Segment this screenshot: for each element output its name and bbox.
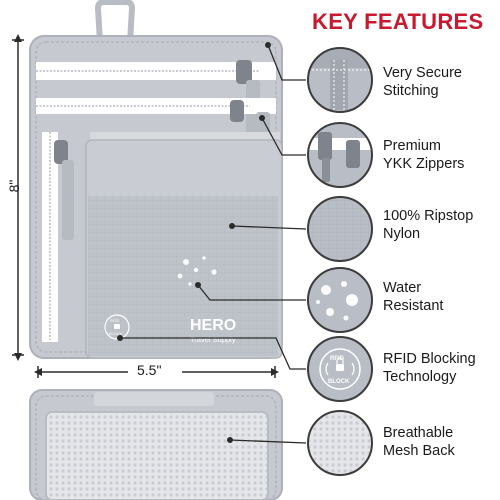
zipper-pull-detail-icon	[307, 122, 373, 188]
mesh-detail-icon	[307, 410, 373, 476]
back-pouch	[29, 389, 283, 500]
water-droplets-detail-icon	[307, 267, 373, 333]
width-label: 5.5"	[137, 362, 162, 378]
brand-logo: HERO Travel Supply	[190, 317, 236, 344]
height-dimension	[12, 34, 24, 361]
svg-text:BLOCK: BLOCK	[109, 331, 123, 336]
front-pouch	[29, 35, 283, 359]
stitching-detail-icon	[307, 47, 373, 113]
brand-tagline: Travel Supply	[190, 335, 236, 344]
ripstop-fabric-detail-icon	[307, 196, 373, 262]
rfid-badge: RFID BLOCK	[104, 314, 130, 340]
width-dimension	[34, 366, 279, 378]
svg-text:RFID: RFID	[110, 318, 119, 323]
height-label: 8"	[6, 179, 22, 193]
neck-strap	[94, 0, 136, 43]
rfid-badge-detail-icon: RFID BLOCK	[307, 336, 373, 402]
svg-text:BLOCK: BLOCK	[328, 379, 350, 385]
leader-lines	[117, 42, 307, 444]
brand-name: HERO	[190, 317, 236, 334]
key-features-title: KEY FEATURES	[312, 9, 484, 34]
